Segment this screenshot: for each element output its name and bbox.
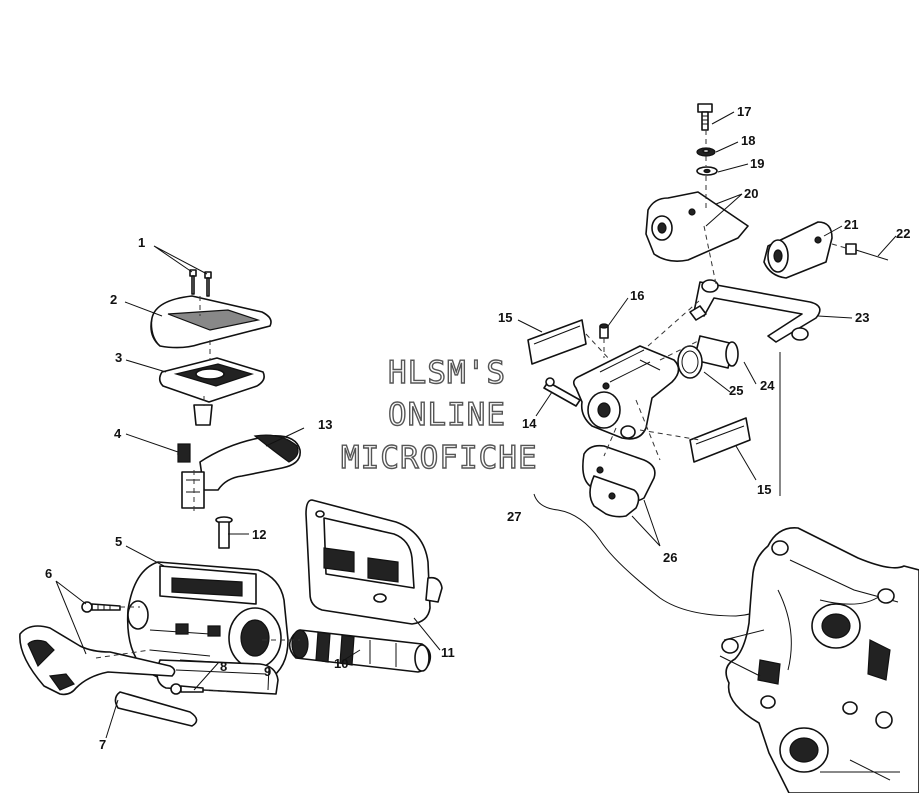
part-10-grip [288, 629, 432, 673]
callout-14: 14 [522, 416, 537, 431]
callout-12: 12 [252, 527, 266, 542]
watermark-line-2: ONLINE [388, 397, 506, 433]
callout-11: 11 [441, 645, 455, 660]
callout-24: 24 [760, 378, 775, 393]
part-22-cable-end [845, 243, 889, 261]
callout-20: 20 [744, 186, 758, 201]
left-leader-lines [55, 245, 441, 739]
engine-case [719, 527, 919, 793]
callout-17: 17 [737, 104, 751, 119]
part-15-upper-shim [527, 319, 587, 365]
upper-right-guide-lines [703, 130, 847, 285]
center-leader-lines [517, 297, 757, 547]
part-3-gasket [158, 357, 265, 403]
callout-18: 18 [741, 133, 755, 148]
callout-21: 21 [844, 217, 858, 232]
part-14-pin [543, 377, 581, 407]
part-21-barrel [763, 221, 833, 279]
callout-8: 8 [220, 659, 227, 674]
callout-2: 2 [110, 292, 117, 307]
callout-23: 23 [855, 310, 869, 325]
part-23-yoke [689, 279, 821, 343]
left-guide-lines [95, 296, 300, 693]
part-2-cover [150, 295, 272, 349]
watermark-line-3: MICROFICHE [341, 440, 538, 476]
upper-right-leader-lines [703, 111, 897, 496]
callout-26: 26 [663, 550, 677, 565]
callout-27: 27 [507, 509, 521, 524]
callout-15-lower: 15 [757, 482, 771, 497]
callout-3: 3 [115, 350, 122, 365]
callout-5: 5 [115, 534, 122, 549]
part-7-brake-lever [19, 625, 198, 727]
callout-25: 25 [729, 383, 743, 398]
part-17-bolt [697, 103, 713, 131]
callout-9: 9 [264, 664, 271, 679]
watermark: HLSM'S ONLINE MICROFICHE [340, 354, 538, 476]
cable-bracket-assembly [645, 103, 897, 496]
part-4-spring [176, 443, 191, 463]
part-12-pin [215, 516, 233, 549]
caliper-assembly [517, 297, 779, 617]
callout-10: 10 [334, 656, 348, 671]
part-11-cover-plate [305, 499, 443, 625]
callout-19: 19 [750, 156, 764, 171]
callout-4: 4 [114, 426, 122, 441]
part-19-washer [696, 166, 718, 176]
callout-22: 22 [896, 226, 910, 241]
callout-6: 6 [45, 566, 52, 581]
callout-15-upper: 15 [498, 310, 512, 325]
part-13-lever [181, 434, 301, 509]
callout-16: 16 [630, 288, 644, 303]
part-16-bleeder [599, 323, 609, 339]
part-20-plate [645, 191, 749, 262]
part-1-screws [189, 269, 212, 297]
callout-1: 1 [138, 235, 145, 250]
part-25-o-ring [677, 345, 703, 379]
callout-7: 7 [99, 737, 106, 752]
watermark-line-1: HLSM'S [388, 355, 506, 391]
part-27-bracket-line [533, 493, 779, 617]
part-15-lower-shim [689, 417, 751, 463]
part-18-washer [696, 147, 716, 157]
part-26-brake-pads [582, 444, 656, 518]
callout-numbers: 1 2 3 4 5 6 7 8 9 10 11 12 13 14 15 15 1… [45, 104, 910, 752]
callout-13: 13 [318, 417, 332, 432]
center-guide-lines [585, 299, 701, 461]
throttle-housing-assembly [19, 245, 443, 739]
caliper-body [572, 345, 680, 440]
part-8-screw [170, 683, 204, 695]
